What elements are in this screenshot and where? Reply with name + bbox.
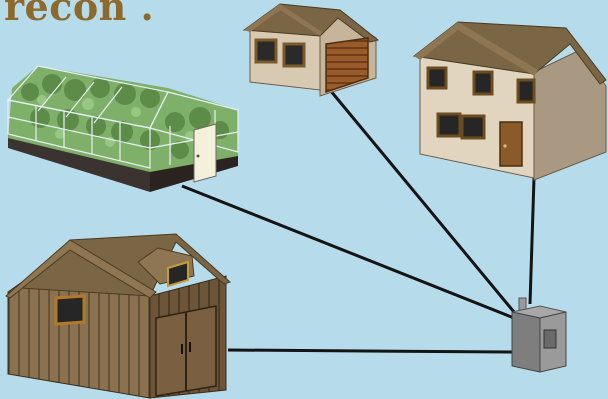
garage-icon bbox=[242, 3, 380, 97]
connection-barn-boiler bbox=[227, 348, 513, 354]
connection-lines bbox=[181, 89, 536, 354]
connection-greenhouse-boiler bbox=[181, 184, 515, 320]
house-icon bbox=[412, 21, 607, 181]
barn-icon bbox=[5, 233, 231, 399]
wood-boiler-icon bbox=[511, 297, 567, 373]
connection-garage-boiler bbox=[328, 89, 516, 313]
connection-house-boiler bbox=[528, 177, 536, 305]
greenhouse-icon bbox=[6, 65, 239, 192]
diagram-title: recon . bbox=[4, 0, 155, 29]
